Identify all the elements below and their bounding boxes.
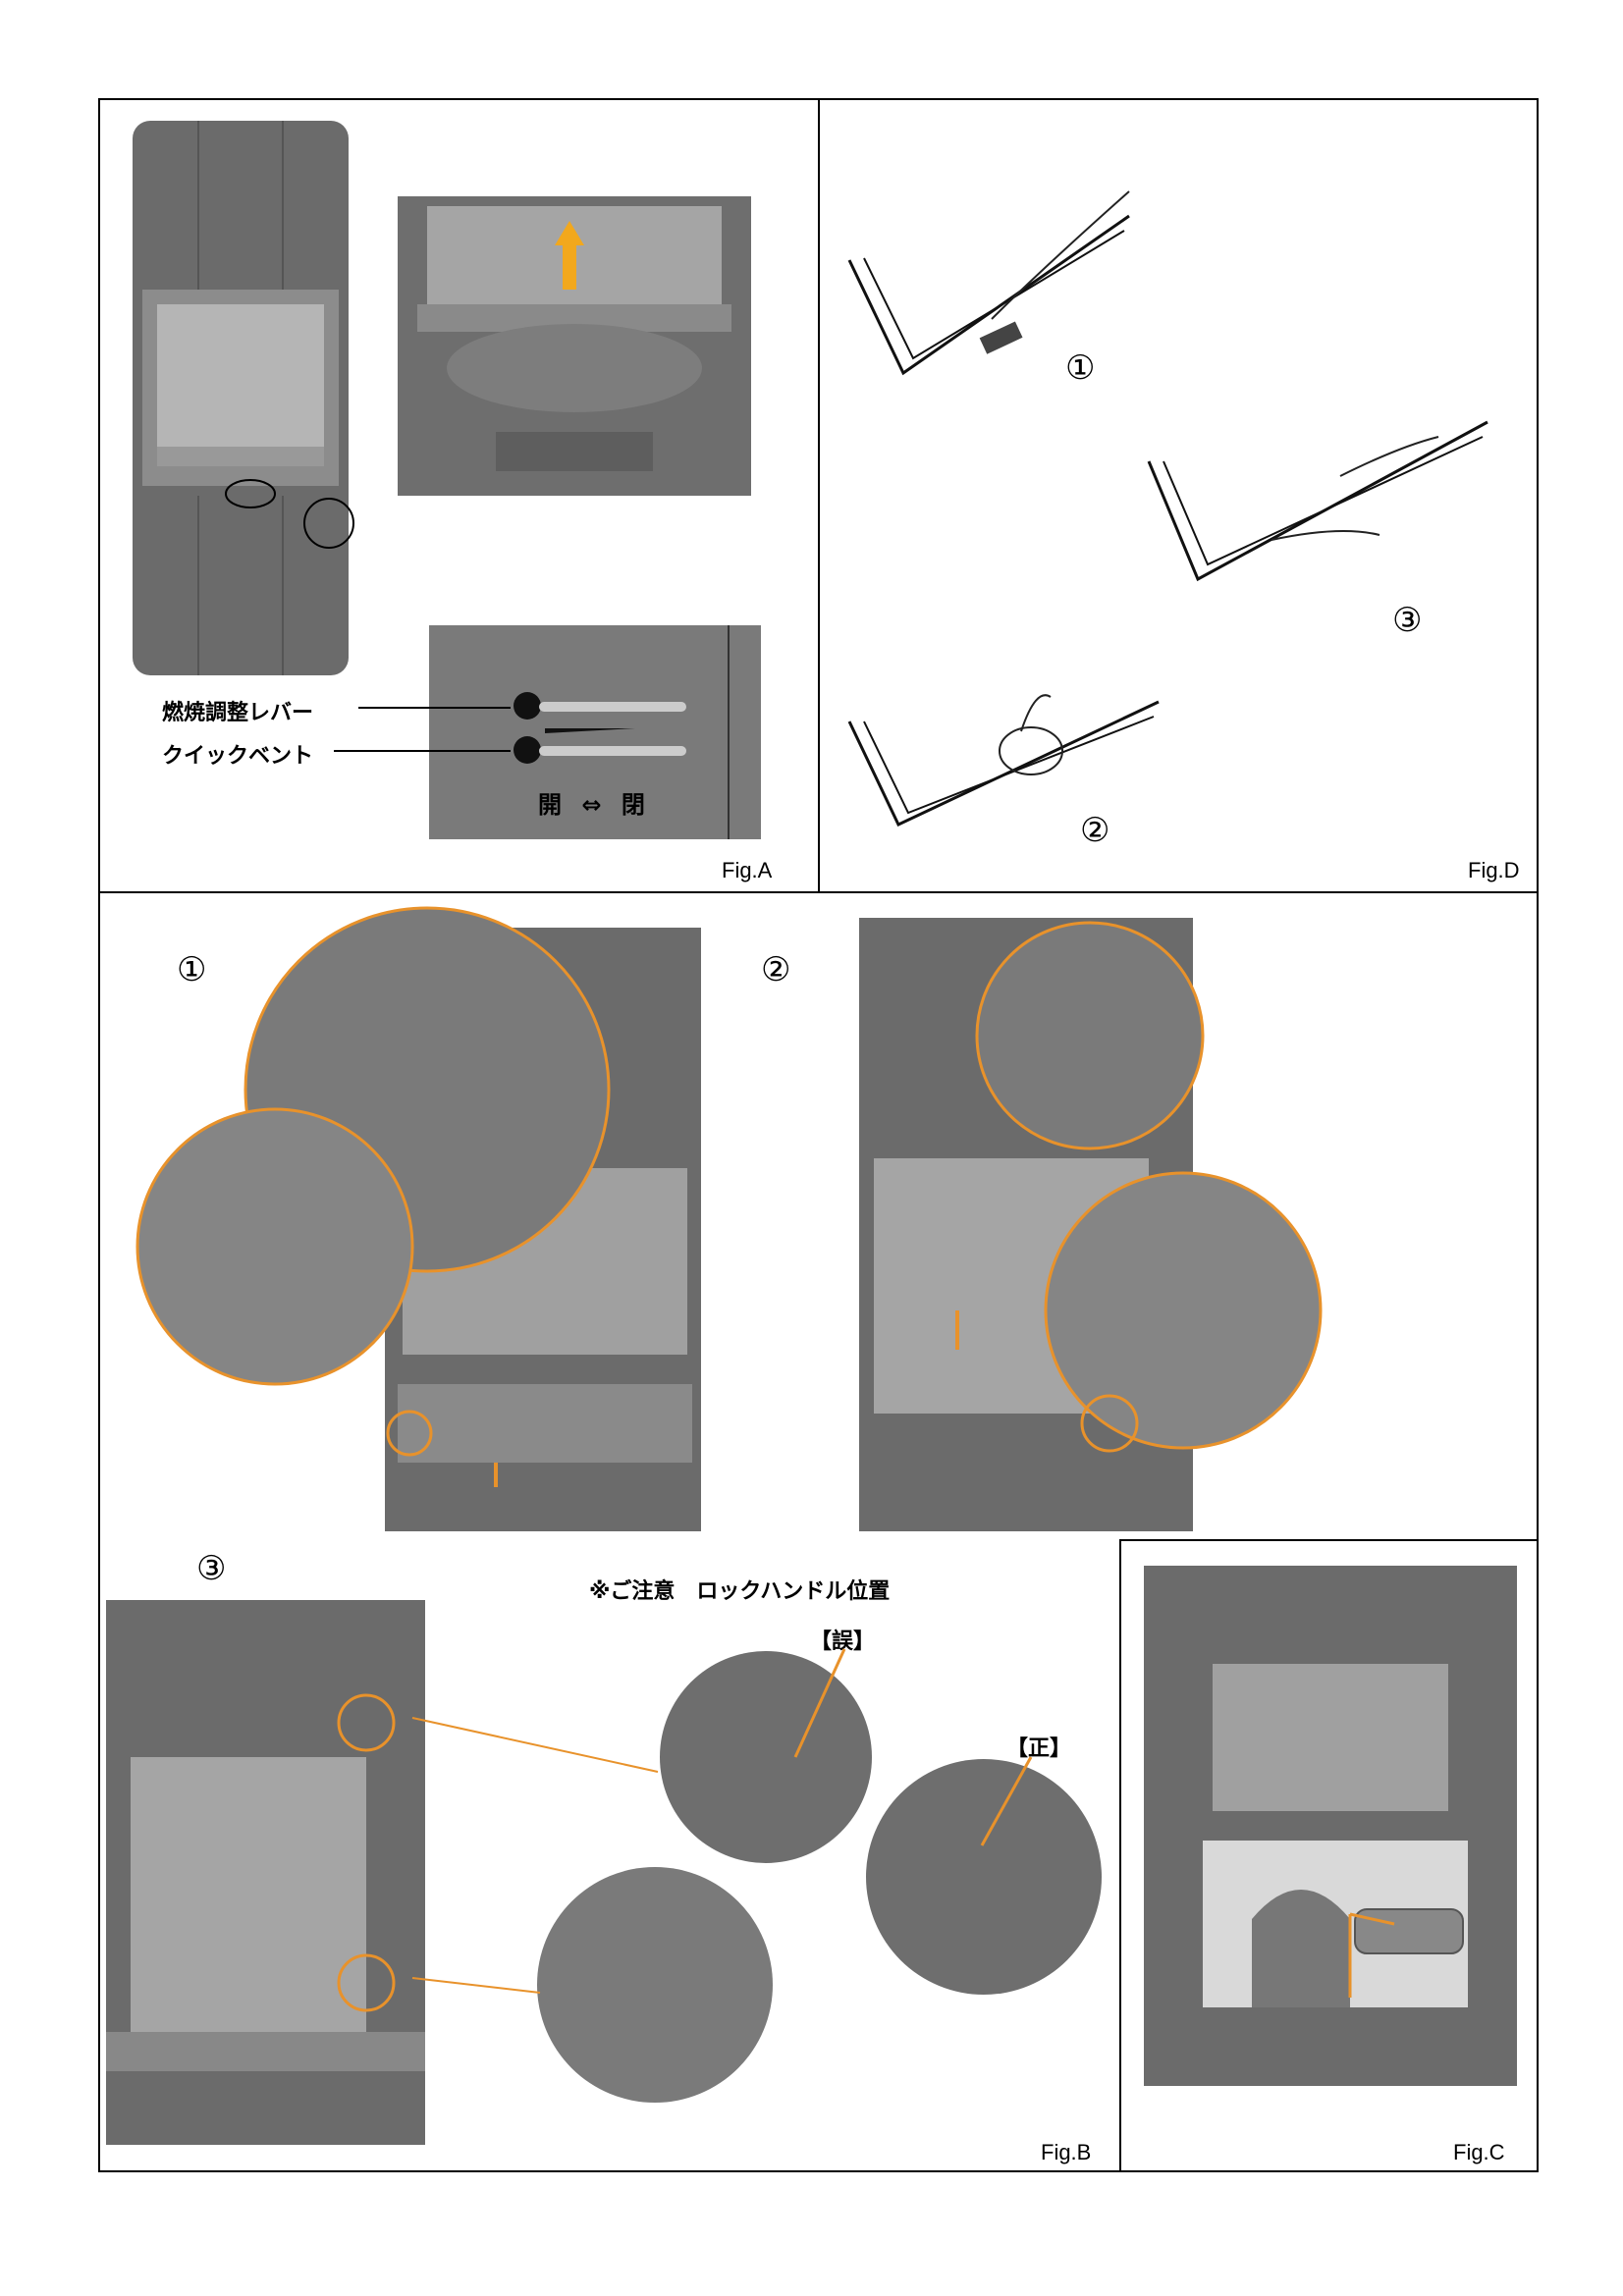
figA-stove-illustration (133, 121, 354, 675)
figB-step3-stove (106, 1600, 425, 2145)
figC-label: Fig.C (1453, 2140, 1505, 2164)
figD-step2-gasket (847, 694, 1160, 827)
figD-step2-num: ② (1080, 811, 1110, 850)
open-close-label: 開 ⇔ 閉 (538, 791, 651, 819)
figB-detail-lower (537, 1867, 773, 2103)
figD-step3-num: ③ (1392, 601, 1423, 640)
combustion-lever-label: 燃焼調整レバー (162, 701, 314, 725)
figB-step2-illustration (859, 918, 1323, 1531)
figB-detail-wrong (660, 1648, 872, 1863)
col-divider-top (818, 98, 820, 891)
figB-label: Fig.B (1041, 2140, 1092, 2164)
figC-top-border (1119, 1539, 1539, 1541)
figB-step2-num: ② (761, 950, 791, 989)
row-divider-1 (98, 891, 1539, 893)
figD-step3-gasket (1147, 420, 1488, 582)
figD-step1-num: ① (1065, 348, 1096, 388)
figC-illustration (1144, 1566, 1517, 2086)
figA-firebox-detail (398, 196, 751, 496)
figD-label: Fig.D (1468, 858, 1520, 882)
figB-detail-correct (866, 1756, 1102, 1995)
figB-step3-pointers (411, 1717, 659, 1994)
caution-heading: ※ご注意 ロックハンドル位置 (589, 1579, 891, 1604)
combustion-lever-pointer (358, 707, 511, 709)
quickvent-label: クイックベント (162, 744, 314, 769)
figD-step1-gasket (847, 190, 1130, 376)
quickvent-pointer (334, 750, 511, 752)
figB-step3-num: ③ (196, 1549, 227, 1588)
col-divider-bottom (1119, 1539, 1121, 2172)
figA-lever-panel (429, 625, 761, 839)
figA-label: Fig.A (722, 858, 773, 882)
figB-step1-illustration (135, 906, 701, 1531)
correct-label: 【正】 (1006, 1736, 1072, 1761)
figB-step1-num: ① (177, 950, 207, 989)
